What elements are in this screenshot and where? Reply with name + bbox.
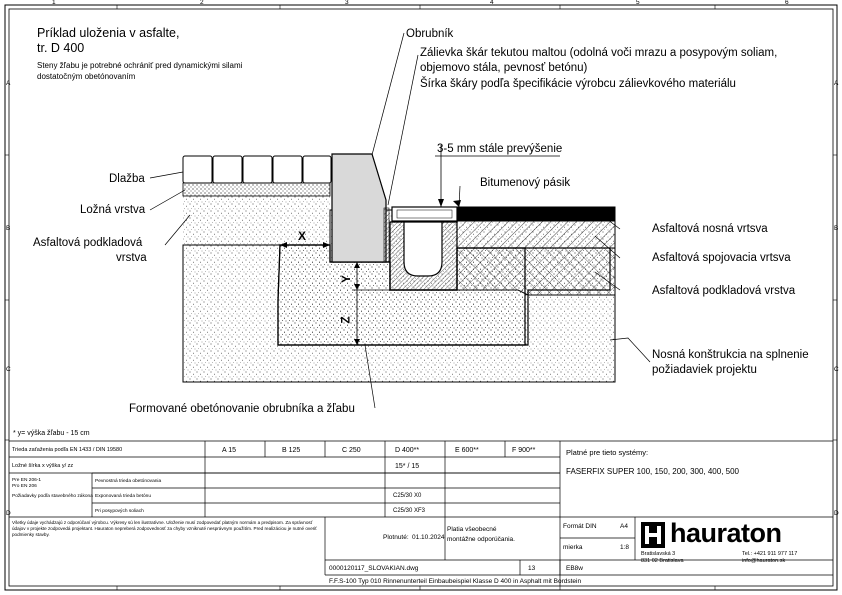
grid-row-b-right: B	[834, 225, 839, 232]
hauraton-logo-mark	[641, 522, 665, 548]
tb-class-e600: E 600**	[455, 447, 479, 454]
tb-row5-c: Pri posypových soliach	[95, 509, 144, 514]
tb-systems-value: FASERFIX SUPER 100, 150, 200, 300, 400, …	[566, 467, 739, 476]
tb-scale-value: 1:8	[620, 544, 630, 551]
tb-plotted-date: 01.10.2024	[412, 534, 445, 541]
label-prevysenie: 3-5 mm stále prevýšenie	[437, 143, 563, 155]
tb-scale-label: mierka	[563, 544, 583, 551]
tb-format-label: Formát DIN	[563, 523, 597, 530]
grid-col-5: 5	[636, 0, 640, 6]
footnote: * y= výška žľabu - 15 cm	[13, 430, 90, 437]
tb-class-d400: D 400**	[395, 447, 420, 454]
label-obetonovanie: Formované obetónovanie obrubníka a žľabu	[129, 403, 355, 415]
tb-code: EB8w	[566, 565, 583, 572]
grate	[391, 206, 458, 222]
channel-inner	[403, 221, 443, 277]
joint-grout	[383, 207, 390, 263]
grid-row-c-right: C	[834, 366, 839, 373]
tb-row3-b: Pro EN 206	[12, 484, 37, 489]
tb-row3-c: Pevnostná trieda obetónovania	[95, 479, 162, 484]
tb-description: F.F.S-100 Typ 010 Rinnenunterteil Einbau…	[329, 578, 582, 585]
tb-format-value: A4	[620, 523, 628, 530]
tb-drawing-no: 0000120117_SLOVAKIAN.dwg	[329, 565, 419, 572]
label-dlazba: Dlažba	[109, 173, 145, 185]
tb-address: Bratislavská 3	[641, 551, 676, 557]
label-asf-podklad-2: vrstva	[116, 252, 147, 264]
tb-plotted-label: Plotnuté:	[383, 534, 409, 541]
tb-sheet: 13	[528, 565, 536, 572]
label-podkladova: Asfaltová podkladová vrstva	[652, 285, 796, 297]
grid-col-6: 6	[785, 0, 789, 6]
tb-validity-2: montážne odporúčania.	[447, 536, 515, 543]
label-zalievka: Zálievka škár tekutou maltou (odolná voč…	[420, 47, 778, 59]
grid-row-a: A	[6, 80, 11, 87]
tb-email: info@hauraton.sk	[742, 558, 786, 564]
label-konstrukcia: Nosná konštrukcia na splnenie	[652, 349, 809, 361]
grid-row-a-right: A	[834, 80, 839, 87]
tb-validity: Platia všeobecné	[447, 526, 497, 533]
grid-col-4: 4	[490, 0, 494, 6]
label-bitumen: Bitumenový pásik	[480, 177, 571, 189]
grid-row-c: C	[6, 366, 11, 373]
drawing-title: Príklad uloženia v asfalte,	[37, 26, 180, 40]
company-logo-text: hauraton	[670, 518, 782, 548]
inner-border	[8, 8, 834, 587]
label-spojovacia: Asfaltová spojovacia vrtsva	[652, 252, 791, 264]
tb-class-b125: B 125	[282, 447, 301, 454]
tb-class-label: Trieda zaťaženia podľa EN 1433 / DIN 195…	[12, 447, 123, 453]
grid-ticks	[5, 5, 837, 590]
grid-col-2: 2	[200, 0, 204, 6]
label-konstrukcia-2: požiadaviek projektu	[652, 364, 757, 376]
label-asf-podklad: Asfaltová podkladová	[33, 237, 143, 249]
grid-row-b: B	[6, 225, 11, 232]
label-zalievka-3: Šírka škáry podľa špecifikácie výrobcu z…	[420, 78, 736, 90]
dim-x: X	[298, 229, 307, 243]
grid-col-1: 1	[52, 0, 56, 6]
tb-class-a15: A 15	[222, 447, 237, 454]
outer-border	[4, 4, 838, 591]
paving-stones	[182, 155, 332, 184]
tb-address-2: 831 02 Bratislava	[641, 558, 684, 564]
tb-row4-a: Požiadavky podľa stavebného zákona	[12, 494, 93, 499]
tb-class-c250: C 250	[342, 447, 361, 454]
tb-row2-value: 15* / 15	[395, 463, 420, 470]
drawing-title-class: tr. D 400	[37, 41, 85, 55]
tb-row4-c: Exponovaná trieda betónu	[95, 494, 152, 499]
tb-row5-value: C25/30 XF3	[393, 508, 426, 514]
drawing-subtitle: Steny žľabu je potrebné ochrániť pred dy…	[37, 61, 243, 70]
label-lozna-vrstva: Ložná vrstva	[80, 204, 146, 216]
label-nosna-vrstva: Asfaltová nosná vrtsva	[652, 223, 768, 235]
tb-phone: Tel.: +421 911 977 117	[742, 551, 798, 557]
tb-row4-value: C25/30 X0	[393, 493, 422, 499]
tb-systems-label: Platné pre tieto systémy:	[566, 448, 649, 457]
tb-row2-label: Ložné šírka x výška y/ zz	[12, 463, 74, 469]
tb-row3-a: Pre EN 206-1	[12, 478, 42, 483]
drawing-subtitle-2: dostatočným obetónovaním	[37, 72, 136, 81]
tb-class-f900: F 900**	[512, 447, 536, 454]
leader-lines	[149, 32, 651, 409]
label-zalievka-2: objemovo stála, pevnosť betónu)	[420, 62, 588, 74]
grid-col-3: 3	[345, 0, 349, 6]
tb-note: Všetky údaje vychádzajú z odporúčaní výr…	[12, 520, 318, 537]
grid-row-d: D	[6, 510, 11, 517]
grid-row-d-right: D	[834, 510, 839, 517]
label-obrubnik: Obrubník	[406, 28, 454, 40]
